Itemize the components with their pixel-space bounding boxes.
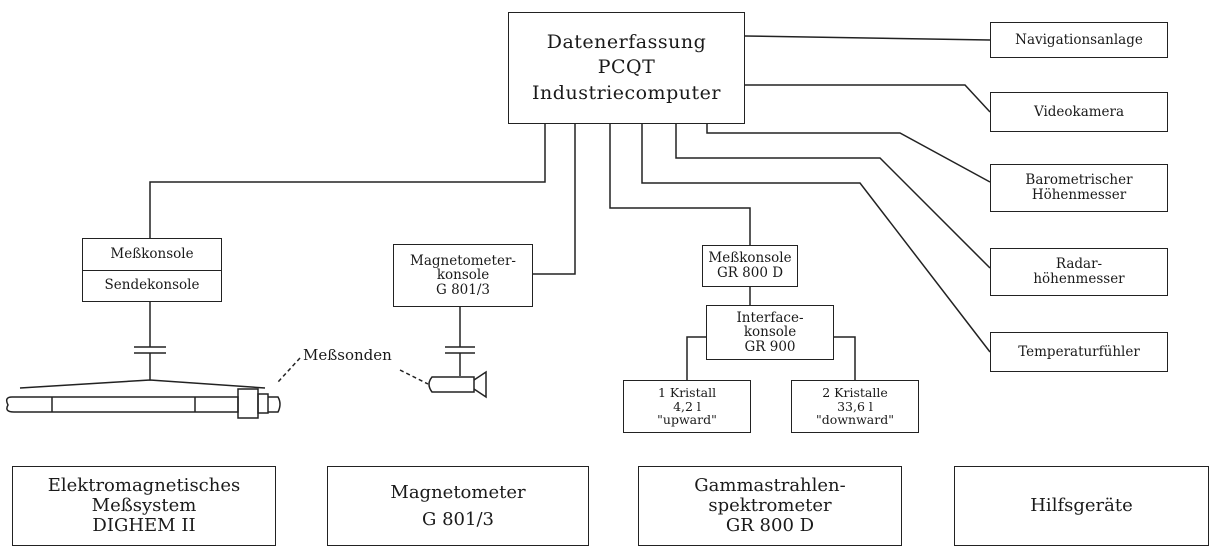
em-console-box: Meßkonsole Sendekonsole bbox=[82, 238, 222, 302]
baro-label-1: Barometrischer bbox=[1025, 172, 1133, 189]
baro-label-2: Höhenmesser bbox=[1031, 187, 1127, 203]
system-gamma-line: GR 800 D bbox=[725, 515, 815, 537]
central-type: Industriecomputer bbox=[532, 81, 721, 104]
leader-line bbox=[277, 357, 301, 383]
temp-label: Temperaturfühler bbox=[1018, 343, 1140, 360]
video-label: Videokamera bbox=[1033, 103, 1125, 120]
system-em-box: Elektromagnetisches Meßsystem DIGHEM II bbox=[12, 466, 276, 546]
radar-altimeter-box: Radar- höhenmesser bbox=[990, 248, 1168, 296]
interface-line: Interface- bbox=[736, 309, 804, 326]
mag-probe-icon bbox=[428, 370, 487, 399]
tow-harness bbox=[19, 379, 266, 389]
crystal2-line: 33,6 l bbox=[837, 398, 873, 414]
temperature-sensor-box: Temperaturfühler bbox=[990, 332, 1168, 372]
wire-gamma bbox=[609, 124, 751, 245]
wire-navigation bbox=[744, 35, 991, 41]
system-aux-box: Hilfsgeräte bbox=[954, 466, 1209, 546]
system-em-line: Meßsystem bbox=[91, 494, 197, 516]
system-gamma-box: Gammastrahlen- spektrometer GR 800 D bbox=[638, 466, 902, 546]
gamma-console-line: GR 800 D bbox=[716, 265, 784, 281]
mag-console-line: Magnetometer- bbox=[410, 252, 516, 269]
crystal-downward-box: 2 Kristalle 33,6 l "downward" bbox=[791, 380, 919, 433]
central-model: PCQT bbox=[597, 56, 656, 79]
wire-mag bbox=[533, 124, 576, 275]
wire-baro bbox=[706, 124, 991, 183]
system-em-line: DIGHEM II bbox=[92, 515, 196, 537]
interface-line: konsole bbox=[743, 324, 797, 341]
system-gamma-line: Gammastrahlen- bbox=[694, 474, 846, 496]
em-probe-icon bbox=[5, 388, 281, 419]
wire-crystal1 bbox=[686, 336, 706, 380]
navigation-label: Navigationsanlage bbox=[1015, 31, 1143, 48]
wire-crystal2 bbox=[834, 336, 856, 380]
video-camera-box: Videokamera bbox=[990, 92, 1168, 132]
wire-radar bbox=[675, 124, 991, 269]
system-mag-line: Magnetometer bbox=[390, 482, 526, 503]
em-console-top: Meßkonsole bbox=[110, 245, 194, 262]
wire-em bbox=[149, 124, 546, 238]
crystal1-line: "upward" bbox=[657, 412, 717, 428]
system-mag-line: G 801/3 bbox=[422, 509, 494, 530]
magnetometer-console-box: Magnetometer- konsole G 801/3 bbox=[393, 244, 533, 307]
crystal-upward-box: 1 Kristall 4,2 l "upward" bbox=[623, 380, 751, 433]
system-em-line: Elektromagnetisches bbox=[47, 474, 241, 496]
crystal1-line: 1 Kristall bbox=[657, 385, 717, 401]
radar-label-2: höhenmesser bbox=[1033, 271, 1125, 287]
em-console-bottom: Sendekonsole bbox=[104, 277, 200, 294]
radar-label-1: Radar- bbox=[1055, 256, 1103, 273]
gamma-console-box: Meßkonsole GR 800 D bbox=[702, 245, 798, 287]
leader-line bbox=[399, 369, 429, 385]
crystal2-line: 2 Kristalle bbox=[822, 385, 888, 401]
wire-temp bbox=[641, 124, 991, 353]
navigation-box: Navigationsanlage bbox=[990, 22, 1168, 58]
crystal1-line: 4,2 l bbox=[673, 398, 701, 414]
interface-console-box: Interface- konsole GR 900 bbox=[706, 305, 834, 360]
system-aux-line: Hilfsgeräte bbox=[1030, 494, 1133, 516]
system-magnetometer-box: Magnetometer G 801/3 bbox=[327, 466, 589, 546]
mag-console-line: G 801/3 bbox=[436, 281, 490, 298]
barometric-altimeter-box: Barometrischer Höhenmesser bbox=[990, 164, 1168, 212]
interface-line: GR 900 bbox=[744, 338, 796, 355]
probes-label: Meßsonden bbox=[303, 346, 392, 364]
mag-console-line: konsole bbox=[436, 267, 490, 284]
central-title: Datenerfassung bbox=[546, 31, 707, 54]
central-computer-box: Datenerfassung PCQT Industriecomputer bbox=[508, 12, 745, 124]
wire-video bbox=[745, 84, 991, 113]
crystal2-line: "downward" bbox=[816, 412, 894, 428]
gamma-console-line: Meßkonsole bbox=[708, 250, 792, 267]
system-gamma-line: spektrometer bbox=[708, 494, 832, 516]
